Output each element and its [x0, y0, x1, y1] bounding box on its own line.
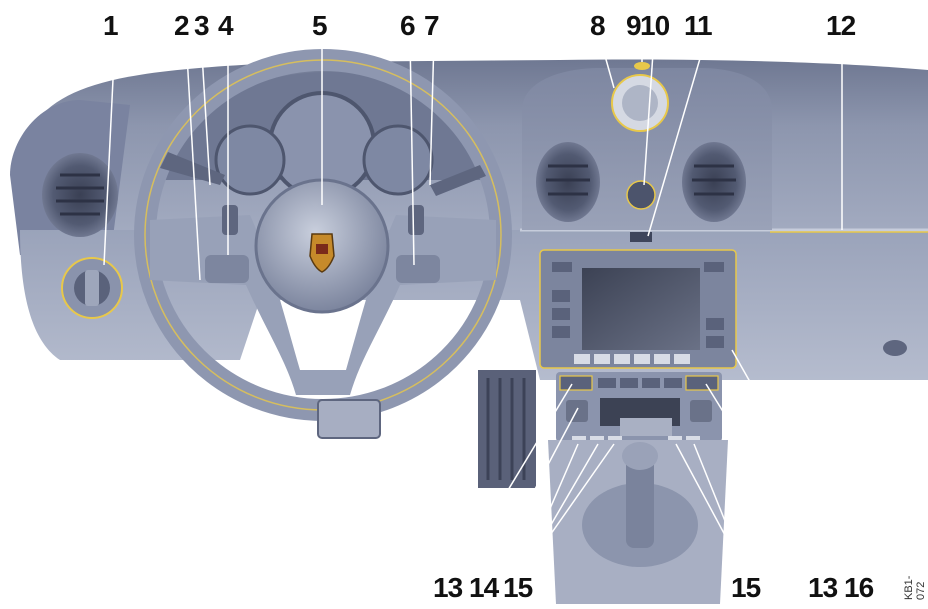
callout-2: 2 [174, 10, 190, 41]
leader-lines [103, 37, 862, 579]
hazard-button[interactable] [630, 232, 652, 242]
callout-16: 16 [844, 572, 874, 603]
callout-7: 7 [424, 10, 440, 41]
callout-14: 14 [469, 572, 499, 603]
callout-15-right: 15 [731, 572, 761, 603]
right-stalk[interactable] [430, 165, 486, 196]
brake-pedal[interactable] [317, 399, 381, 439]
callout-12: 12 [826, 10, 856, 41]
callout-13-right: 13 [808, 572, 838, 603]
callout-6: 6 [400, 10, 416, 41]
center-left-air-vent [536, 142, 600, 222]
ignition-lock[interactable] [626, 180, 656, 210]
glovebox-handle[interactable] [883, 340, 907, 356]
gear-selector[interactable] [626, 448, 654, 548]
callout-11: 11 [684, 10, 713, 41]
callout-8: 8 [590, 10, 606, 41]
callout-9: 9 [626, 10, 642, 41]
right-shift-paddle[interactable] [396, 255, 440, 283]
callout-5: 5 [312, 10, 328, 41]
callout-3: 3 [194, 10, 210, 41]
callout-4: 4 [218, 10, 234, 41]
sensor [634, 62, 650, 70]
center-right-air-vent [682, 142, 746, 222]
callout-10: 10 [640, 10, 670, 41]
callout-1: 1 [103, 10, 119, 41]
callout-15-left: 15 [503, 572, 533, 603]
pcm-screen[interactable] [582, 268, 700, 350]
left-shift-paddle[interactable] [205, 255, 249, 283]
callout-13-left: 13 [433, 572, 463, 603]
figure-code: KB1-072 [903, 575, 927, 600]
